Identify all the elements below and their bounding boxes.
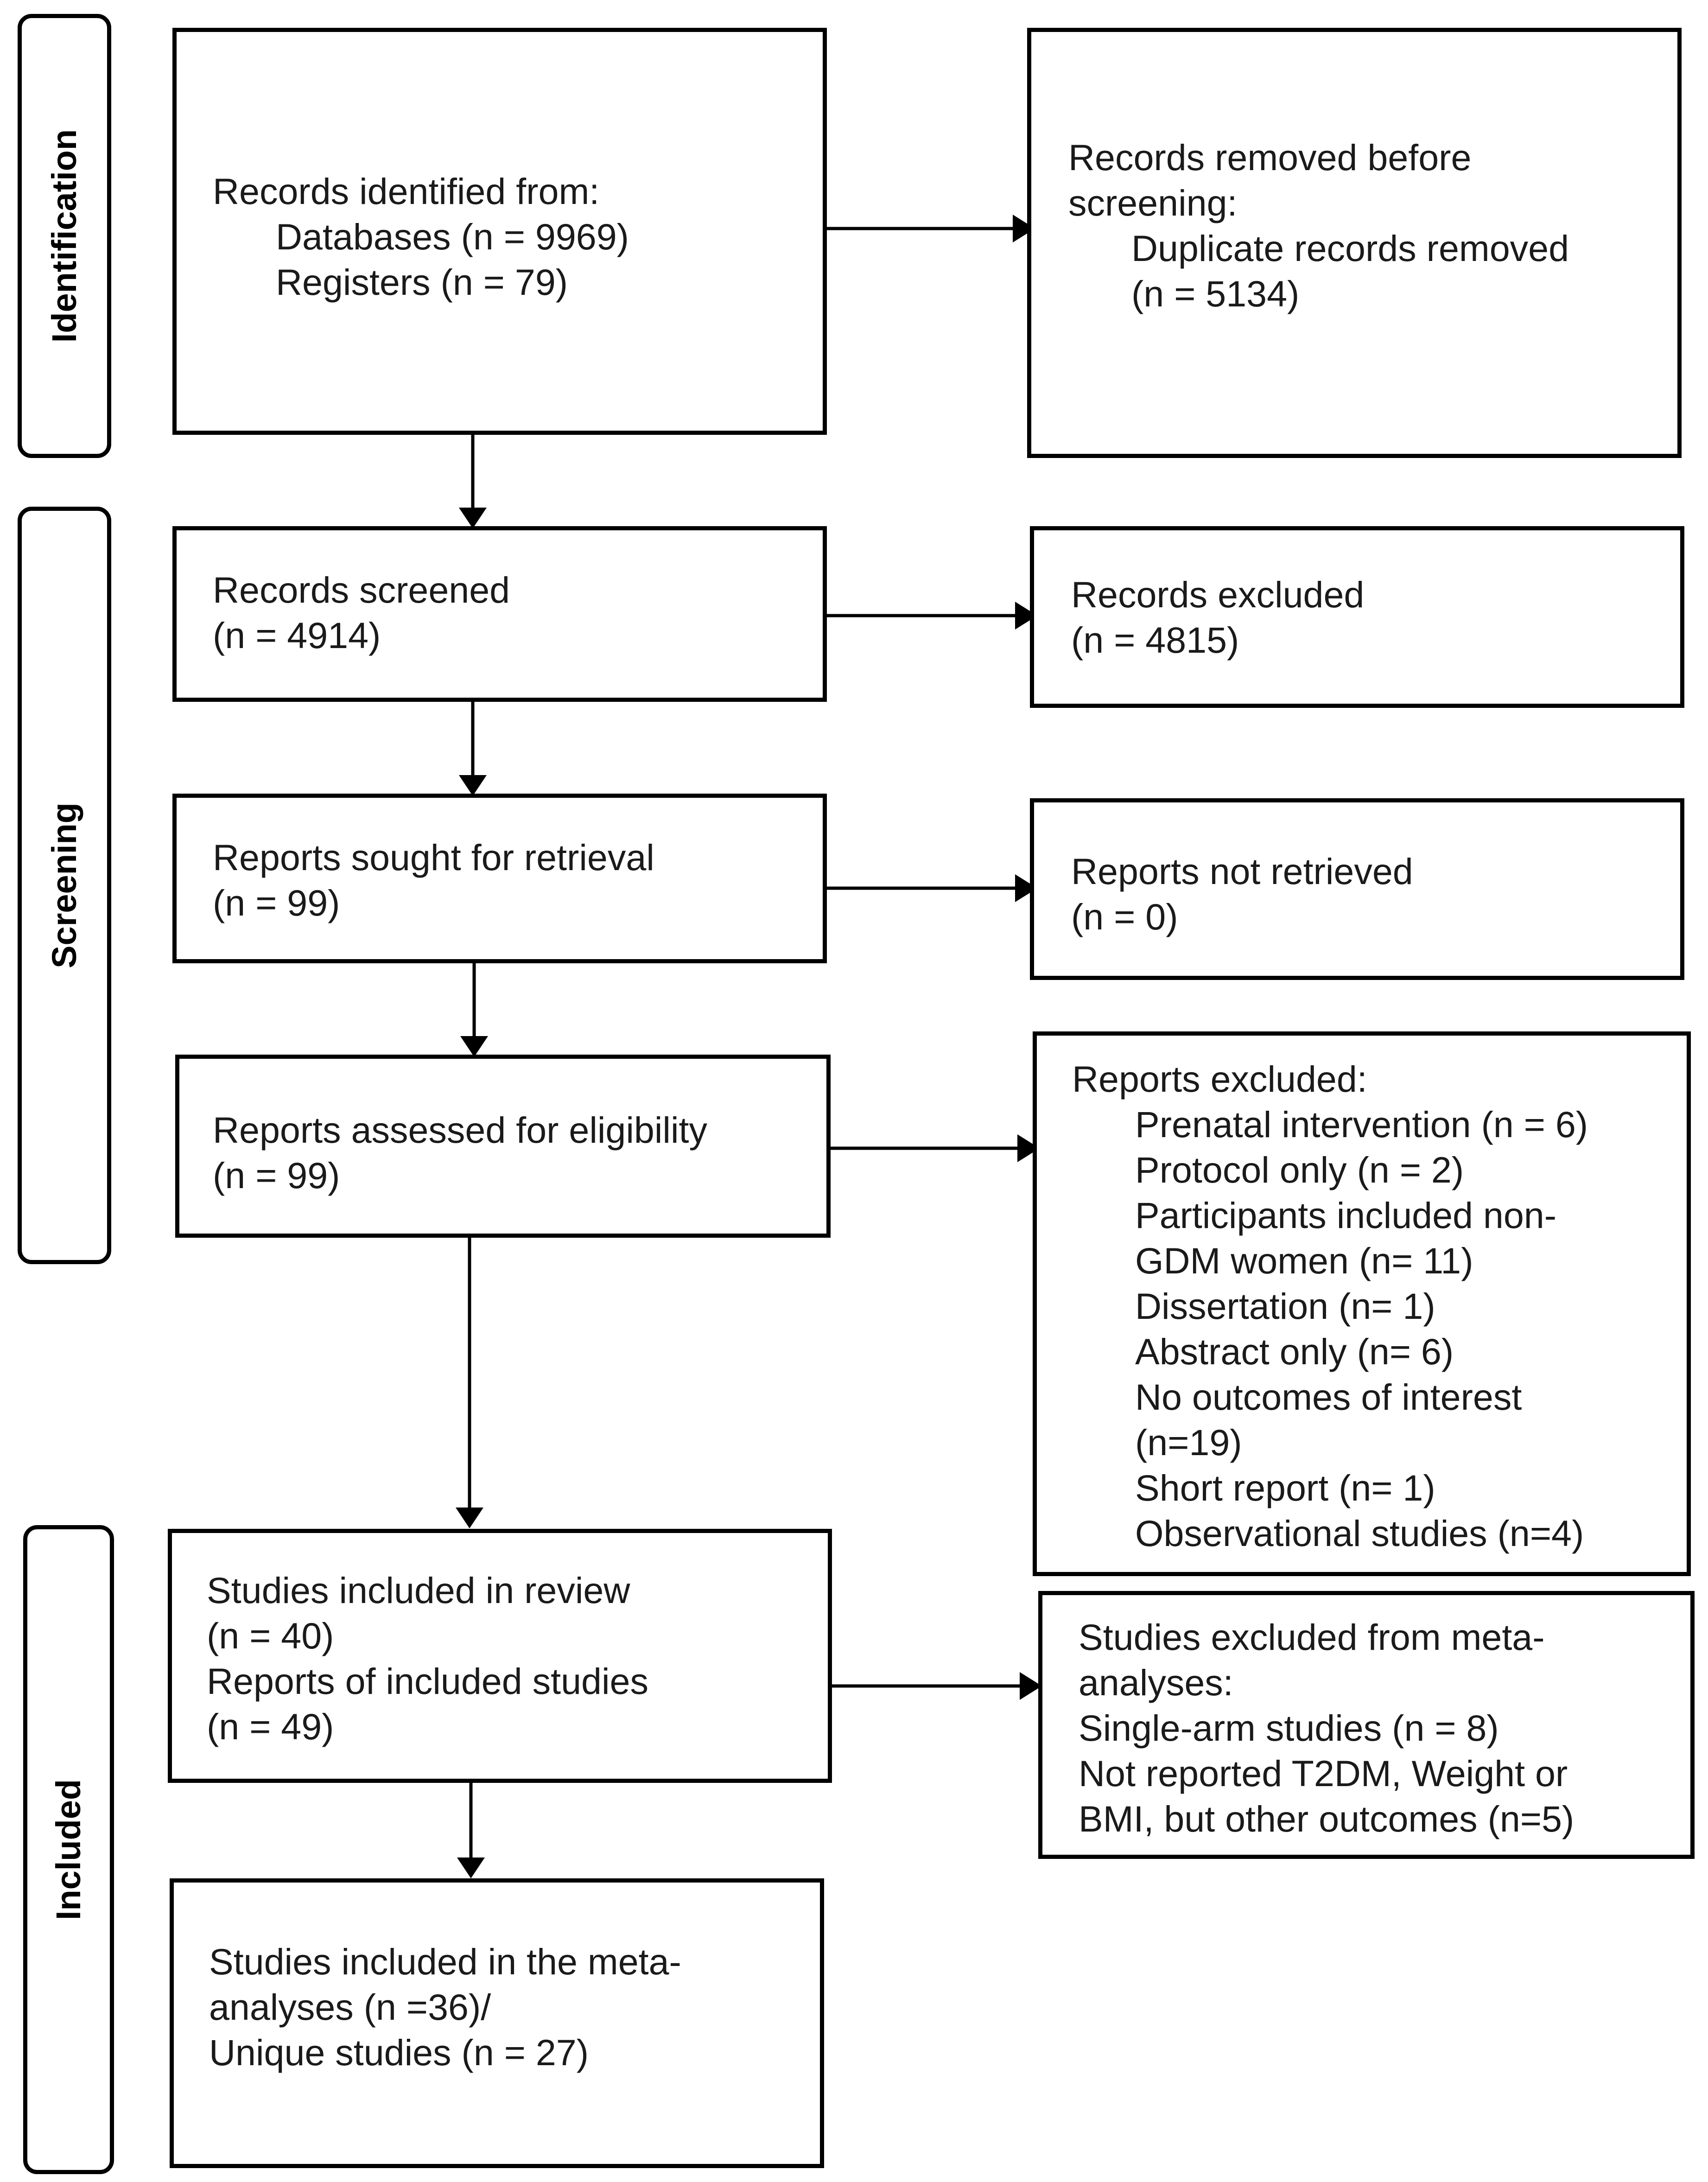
studies-in-meta-box: Studies included in the meta- analyses (… <box>170 1878 824 2168</box>
phase-included-label: Included <box>49 1779 88 1921</box>
arrow-review-to-excluded-meta <box>832 1672 1042 1700</box>
not-reported-outcomes-2: BMI, but other outcomes (n=5) <box>1079 1798 1575 1839</box>
records-identified-box: Records identified from: Databases (n = … <box>172 28 827 435</box>
reports-not-retrieved-count: (n = 0) <box>1071 896 1178 937</box>
studies-in-review-count: (n = 40) <box>207 1615 334 1656</box>
records-screened-label: Records screened <box>213 569 510 611</box>
arrow-sought-to-not-retrieved <box>827 874 1037 902</box>
phase-identification-label: Identification <box>45 129 83 343</box>
arrow-identified-to-screened <box>459 435 487 528</box>
phase-included: Included <box>23 1525 114 2174</box>
duplicate-records-label: Duplicate records removed <box>1131 228 1569 269</box>
duplicate-records-count: (n = 5134) <box>1131 273 1300 314</box>
records-identified-registers: Registers (n = 79) <box>276 261 568 303</box>
excluded-meta-heading-1: Studies excluded from meta- <box>1079 1616 1545 1658</box>
records-excluded-box: Records excluded (n = 4815) <box>1030 526 1684 708</box>
reports-of-included-count: (n = 49) <box>207 1706 334 1747</box>
records-removed-heading-2: screening: <box>1068 182 1238 223</box>
reports-excluded-box: Reports excluded: Prenatal intervention … <box>1033 1031 1691 1576</box>
studies-in-review-box: Studies included in review (n = 40) Repo… <box>168 1529 832 1783</box>
records-removed-box: Records removed before screening: Duplic… <box>1027 28 1682 458</box>
reports-assessed-label: Reports assessed for eligibility <box>213 1109 707 1151</box>
phase-screening-label: Screening <box>45 802 83 968</box>
arrow-screened-to-excluded <box>827 602 1037 630</box>
exclusion-reason: Abstract only (n= 6) <box>1135 1331 1454 1372</box>
not-reported-outcomes-1: Not reported T2DM, Weight or <box>1079 1753 1568 1794</box>
studies-in-meta-label-1: Studies included in the meta- <box>209 1941 681 1982</box>
arrow-identified-to-removed <box>827 215 1035 242</box>
unique-studies-label: Unique studies (n = 27) <box>209 2032 589 2073</box>
excluded-meta-heading-2: analyses: <box>1079 1662 1233 1703</box>
exclusion-reason: Observational studies (n=4) <box>1135 1513 1584 1554</box>
arrow-screened-to-sought <box>459 702 487 796</box>
single-arm-studies: Single-arm studies (n = 8) <box>1079 1707 1499 1749</box>
reports-of-included-label: Reports of included studies <box>207 1660 648 1702</box>
exclusion-reason: GDM women (n= 11) <box>1135 1240 1473 1281</box>
arrow-sought-to-assessed <box>460 963 488 1057</box>
records-screened-box: Records screened (n = 4914) <box>172 526 827 702</box>
records-excluded-count: (n = 4815) <box>1071 619 1239 661</box>
reports-sought-box: Reports sought for retrieval (n = 99) <box>172 794 827 963</box>
studies-in-meta-label-2: analyses (n =36)/ <box>209 1986 491 2028</box>
records-excluded-label: Records excluded <box>1071 574 1365 615</box>
arrow-assessed-to-review <box>456 1238 483 1528</box>
arrow-assessed-to-reports-excluded <box>831 1134 1040 1162</box>
exclusion-reason: Prenatal intervention (n = 6) <box>1135 1104 1588 1145</box>
phase-identification: Identification <box>18 14 111 458</box>
studies-in-review-label: Studies included in review <box>207 1570 630 1611</box>
records-screened-count: (n = 4914) <box>213 615 381 656</box>
excluded-from-meta-box: Studies excluded from meta- analyses: Si… <box>1038 1591 1695 1859</box>
reports-sought-count: (n = 99) <box>213 882 340 923</box>
reports-excluded-heading: Reports excluded: <box>1072 1058 1367 1100</box>
arrow-review-to-meta <box>457 1783 485 1878</box>
records-identified-databases: Databases (n = 9969) <box>276 216 629 257</box>
exclusion-reason: Short report (n= 1) <box>1135 1467 1435 1508</box>
reports-sought-label: Reports sought for retrieval <box>213 837 654 878</box>
records-identified-heading: Records identified from: <box>213 171 600 212</box>
reports-assessed-box: Reports assessed for eligibility (n = 99… <box>175 1055 831 1238</box>
exclusion-reason: (n=19) <box>1135 1422 1242 1463</box>
phase-screening: Screening <box>18 507 111 1264</box>
records-removed-heading-1: Records removed before <box>1068 137 1472 178</box>
reports-not-retrieved-box: Reports not retrieved (n = 0) <box>1030 798 1684 980</box>
exclusion-reason: No outcomes of interest <box>1135 1376 1522 1418</box>
reports-not-retrieved-label: Reports not retrieved <box>1071 851 1413 892</box>
exclusion-reason: Participants included non- <box>1135 1195 1557 1236</box>
reports-assessed-count: (n = 99) <box>213 1155 340 1196</box>
exclusion-reason: Protocol only (n = 2) <box>1135 1149 1464 1190</box>
exclusion-reason: Dissertation (n= 1) <box>1135 1285 1435 1327</box>
